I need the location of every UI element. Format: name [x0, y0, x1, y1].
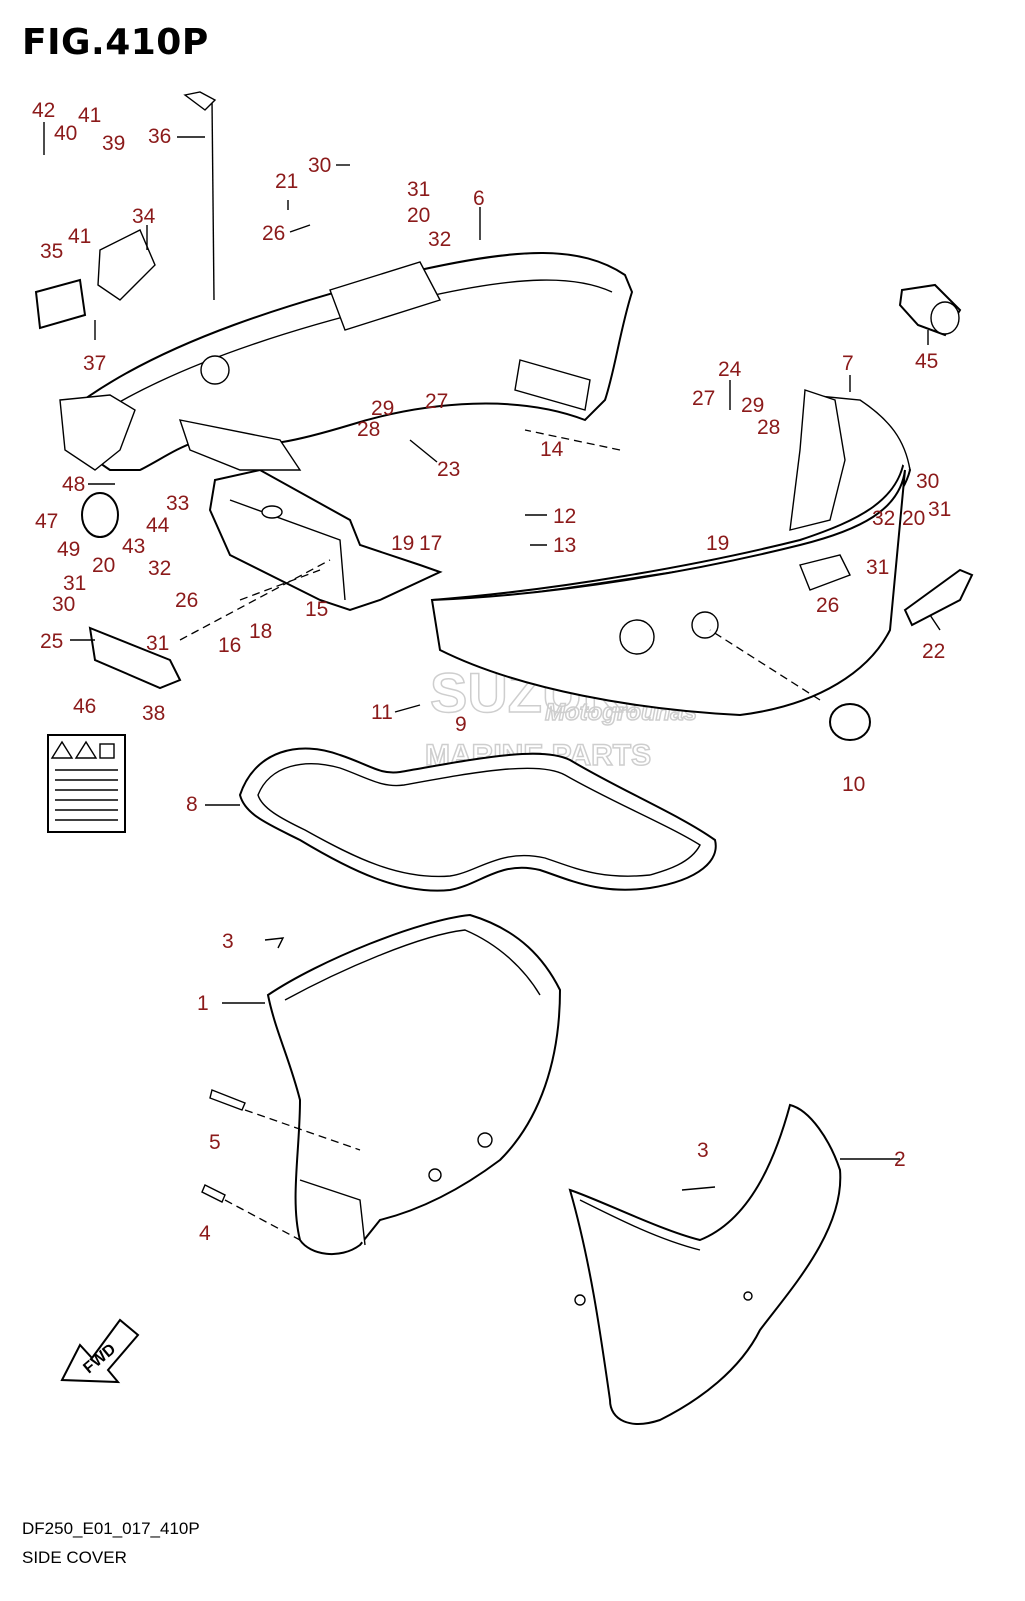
- callout: 48: [62, 473, 85, 496]
- callout: 27: [425, 390, 448, 413]
- callout: 31: [866, 556, 889, 579]
- callout: 31: [146, 632, 169, 655]
- callout: 32: [148, 557, 171, 580]
- callout: 33: [166, 492, 189, 515]
- callout: 25: [40, 630, 63, 653]
- callout: 19: [391, 532, 414, 555]
- callout: 32: [428, 228, 451, 251]
- callout: 39: [102, 132, 125, 155]
- callout: 28: [757, 416, 780, 439]
- figure-title: FIG.410P: [22, 22, 209, 63]
- inner-tray: [178, 419, 443, 612]
- callout: 15: [305, 598, 328, 621]
- callout: 29: [371, 397, 394, 420]
- callout: 23: [437, 458, 460, 481]
- callout: 41: [78, 104, 101, 127]
- warning-label: [47, 734, 126, 833]
- callout-numbers: 42 40 41 39 36 30 21 31 6 20 32 34 26 35…: [32, 99, 951, 1245]
- callout: 26: [175, 589, 198, 612]
- callout: 13: [553, 534, 576, 557]
- lower-side-cover-starboard: [568, 1103, 842, 1425]
- small-parts: [34, 91, 974, 1203]
- callout: 31: [63, 572, 86, 595]
- callout: 31: [928, 498, 951, 521]
- callout: 29: [741, 394, 764, 417]
- drawing-name: SIDE COVER: [22, 1548, 127, 1567]
- callout: 47: [35, 510, 58, 533]
- callout: 43: [122, 535, 145, 558]
- callout: 46: [73, 695, 96, 718]
- callout: 9: [455, 713, 467, 736]
- upper-side-cover-starboard: [430, 389, 912, 717]
- callout: 31: [407, 178, 430, 201]
- callout: 3: [697, 1139, 709, 1162]
- callout: 49: [57, 538, 80, 561]
- callout: 20: [902, 507, 925, 530]
- cover-seal: [238, 747, 717, 892]
- callout: 34: [132, 205, 156, 228]
- callout: 16: [218, 634, 241, 657]
- callout: 3: [222, 930, 234, 953]
- callout: 27: [692, 387, 715, 410]
- lower-side-cover-port: [266, 913, 562, 1256]
- callout: 44: [146, 514, 170, 537]
- callout: 40: [54, 122, 77, 145]
- callout: 45: [915, 350, 938, 373]
- callout: 21: [275, 170, 298, 193]
- callout: 38: [142, 702, 165, 725]
- fwd-arrow: FWD: [60, 1318, 140, 1384]
- callout: 17: [419, 532, 442, 555]
- callout: 22: [922, 640, 945, 663]
- callout: 30: [916, 470, 939, 493]
- drawing-code: DF250_E01_017_410P: [22, 1519, 200, 1538]
- callout: 26: [262, 222, 285, 245]
- callout: 35: [40, 240, 63, 263]
- callout: 41: [68, 225, 91, 248]
- callout: 2: [894, 1148, 906, 1171]
- callout: 30: [52, 593, 75, 616]
- upper-side-cover-port: [59, 252, 634, 471]
- callout: 37: [83, 352, 106, 375]
- callout: 6: [473, 187, 485, 210]
- callout: 11: [371, 701, 393, 724]
- callout: 14: [540, 438, 564, 461]
- callout: 8: [186, 793, 198, 816]
- callout: 5: [209, 1131, 221, 1154]
- leader-lines: [43, 122, 941, 1241]
- callout: 36: [148, 125, 171, 148]
- callout: 4: [199, 1222, 211, 1245]
- callout: 12: [553, 505, 576, 528]
- callout: 32: [872, 507, 895, 530]
- callout: 18: [249, 620, 272, 643]
- callout: 24: [718, 358, 742, 381]
- callout: 20: [407, 204, 430, 227]
- callout: 10: [842, 773, 865, 796]
- callout: 1: [197, 992, 209, 1015]
- callout: 26: [816, 594, 839, 617]
- callout: 30: [308, 154, 331, 177]
- callout: 42: [32, 99, 55, 122]
- callout: 19: [706, 532, 729, 555]
- callout: 20: [92, 554, 115, 577]
- callout: 7: [842, 352, 854, 375]
- callout: 28: [357, 418, 380, 441]
